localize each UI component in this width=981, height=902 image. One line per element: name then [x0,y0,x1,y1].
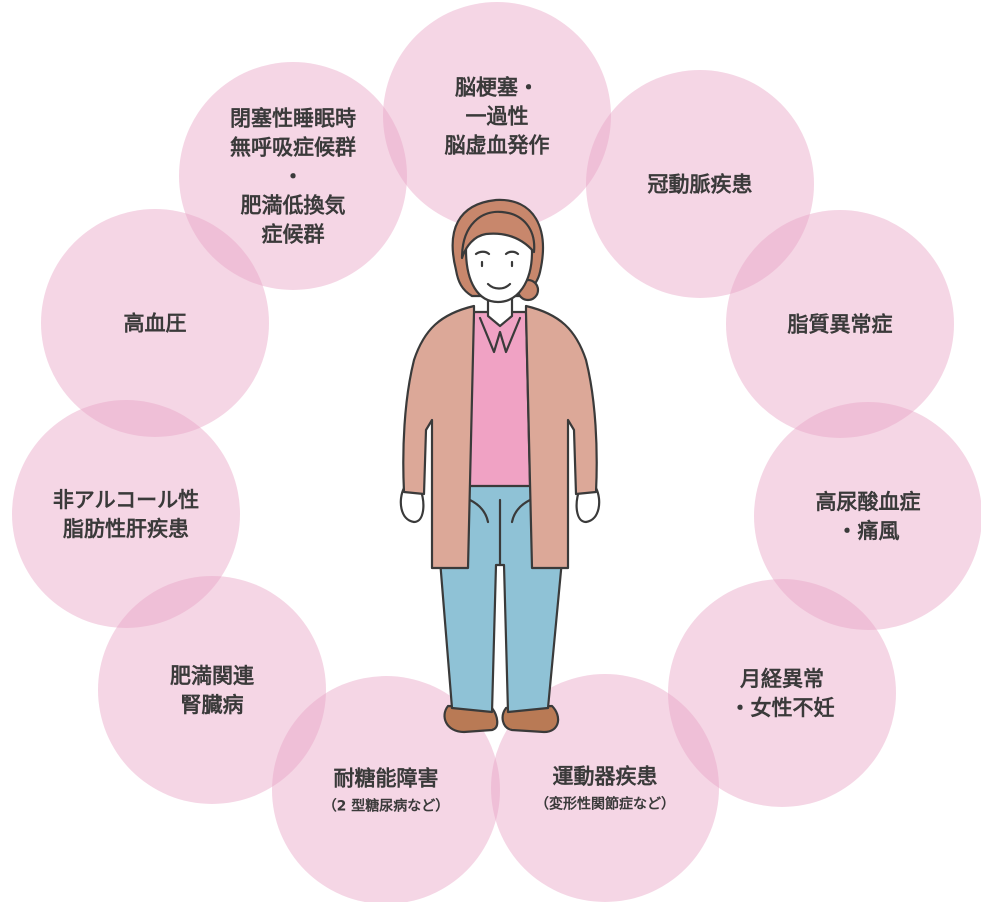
condition-label: ・女性不妊 [730,696,835,720]
condition-circle [754,402,981,630]
condition-label: 閉塞性睡眠時 [230,107,356,131]
condition-label: 高血圧 [124,312,187,336]
condition-label: 非アルコール性 [53,488,199,512]
condition-circle [586,70,814,298]
condition-label: 腎臓病 [181,693,244,717]
condition-label: 脂肪性肝疾患 [63,517,189,541]
condition-circle [383,2,611,230]
hair-bangs [460,210,536,260]
condition-circle [726,210,954,438]
condition-label: 脳虚血発作 [445,134,550,158]
right-hand [575,486,601,524]
left-shoe [443,704,499,734]
jacket-right [524,304,598,570]
condition-label: 無呼吸症候群 [230,136,356,160]
condition-circle [41,209,269,437]
condition-circle [179,62,407,290]
left-hand [399,486,425,524]
pants-pocket-left [468,498,490,524]
condition-label: 耐糖能障害 [334,767,439,791]
condition-circle [12,400,240,628]
condition-label: ・痛風 [837,519,900,543]
condition-label: 運動器疾患 [553,765,658,789]
condition-label: 脂質異常症 [788,313,893,337]
pants-pocket-right [510,498,532,524]
condition-circles [12,2,981,902]
mouth [486,282,512,290]
left-eyebrow [474,250,491,256]
condition-label: 冠動脈疾患 [648,173,753,197]
condition-sublabel: （2 型糖尿病など） [323,798,450,815]
woman-illustration [399,198,601,734]
condition-label: 症候群 [262,223,325,247]
shirt-collar [478,316,522,354]
condition-label: 肥満低換気 [241,194,346,218]
right-shoe [501,704,560,734]
condition-circle [272,676,500,902]
condition-label: 月経異常 [739,667,824,691]
condition-label: 高尿酸血症 [816,490,921,514]
condition-circle [668,579,896,807]
condition-label: ・ [283,165,304,189]
right-eyebrow [504,250,520,256]
condition-label: 肥満関連 [170,664,255,688]
condition-circle [98,576,326,804]
condition-label: 一過性 [466,105,529,129]
jacket-left [402,304,476,570]
condition-sublabel: （変形性関節症など） [535,796,675,813]
condition-label: 脳梗塞・ [455,76,539,100]
condition-labels: 脳梗塞・一過性脳虚血発作冠動脈疾患脂質異常症高尿酸血症・痛風月経異常・女性不妊運… [53,76,921,815]
